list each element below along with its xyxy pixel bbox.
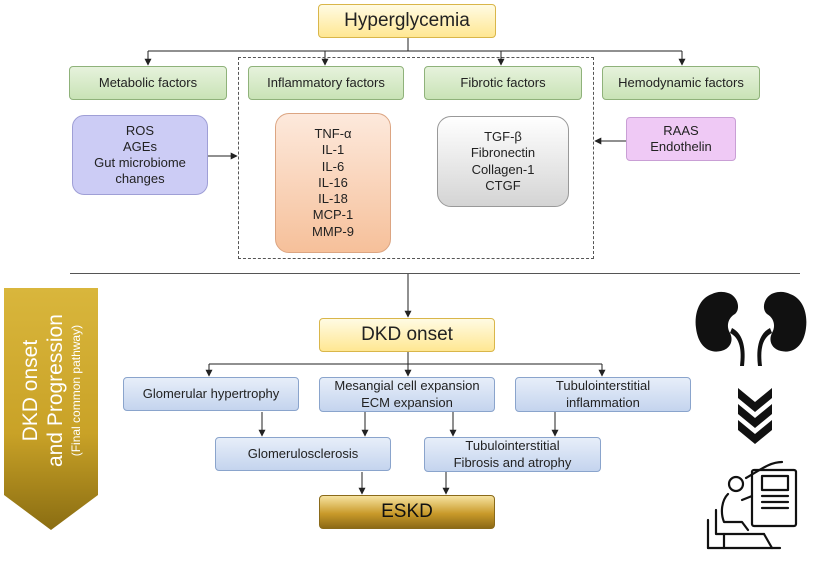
inflammatory-item: IL-6 [321, 158, 345, 174]
hemodynamic-factors-node: Hemodynamic factors [602, 66, 760, 100]
inflammatory-item: IL-1 [321, 142, 345, 158]
hyperglycemia-node: Hyperglycemia [318, 4, 496, 38]
inflammatory-item: MCP-1 [312, 207, 354, 223]
eskd-node: ESKD [319, 495, 495, 529]
inflammatory-items-box: TNF-α IL-1 IL-6 IL-16 IL-18 MCP-1 MMP-9 [275, 113, 391, 253]
fibrotic-items-box: TGF-β Fibronectin Collagen-1 CTGF [437, 116, 569, 207]
inflammatory-item: TNF-α [314, 126, 352, 142]
metabolic-items-box: ROS AGEs Gut microbiome changes [72, 115, 208, 195]
metabolic-item: Gut microbiome [94, 155, 186, 170]
factor-group-box [238, 57, 594, 259]
side-banner-subtitle: (Final common pathway) [68, 325, 83, 457]
tubulointerstitial-fibrosis-node: Tubulointerstitial Fibrosis and atrophy [424, 437, 601, 472]
inflammatory-factors-node: Inflammatory factors [248, 66, 404, 100]
dialysis-patient-icon [706, 460, 798, 550]
dkd-onset-node: DKD onset [319, 318, 495, 352]
metabolic-factors-node: Metabolic factors [69, 66, 227, 100]
section-divider [70, 273, 800, 274]
metabolic-item: AGEs [123, 138, 157, 154]
side-banner-shape [4, 288, 98, 530]
inflammatory-item: MMP-9 [312, 223, 354, 239]
metabolic-item: ROS [125, 122, 155, 138]
tubulointerstitial-inflammation-node: Tubulointerstitial inflammation [515, 377, 691, 412]
hemodynamic-item: RAAS [663, 122, 699, 138]
fibrotic-factors-node: Fibrotic factors [424, 66, 582, 100]
hemodynamic-items-box: RAAS Endothelin [626, 117, 736, 161]
fibrotic-item: CTGF [485, 177, 521, 193]
fibrotic-item: Collagen-1 [471, 161, 535, 177]
hemodynamic-item: Endothelin [650, 139, 712, 154]
glomerular-hypertrophy-node: Glomerular hypertrophy [123, 377, 299, 411]
fibrotic-item: Fibronectin [470, 145, 536, 161]
chevrons-down-icon [738, 388, 772, 444]
inflammatory-item: IL-16 [318, 174, 348, 190]
metabolic-item: changes [115, 171, 165, 187]
inflammatory-item: IL-18 [318, 191, 348, 207]
kidneys-icon [695, 291, 807, 366]
mesangial-expansion-node: Mesangial cell expansion ECM expansion [319, 377, 495, 412]
fibrotic-item: TGF-β [484, 129, 522, 144]
glomerulosclerosis-node: Glomerulosclerosis [215, 437, 391, 471]
